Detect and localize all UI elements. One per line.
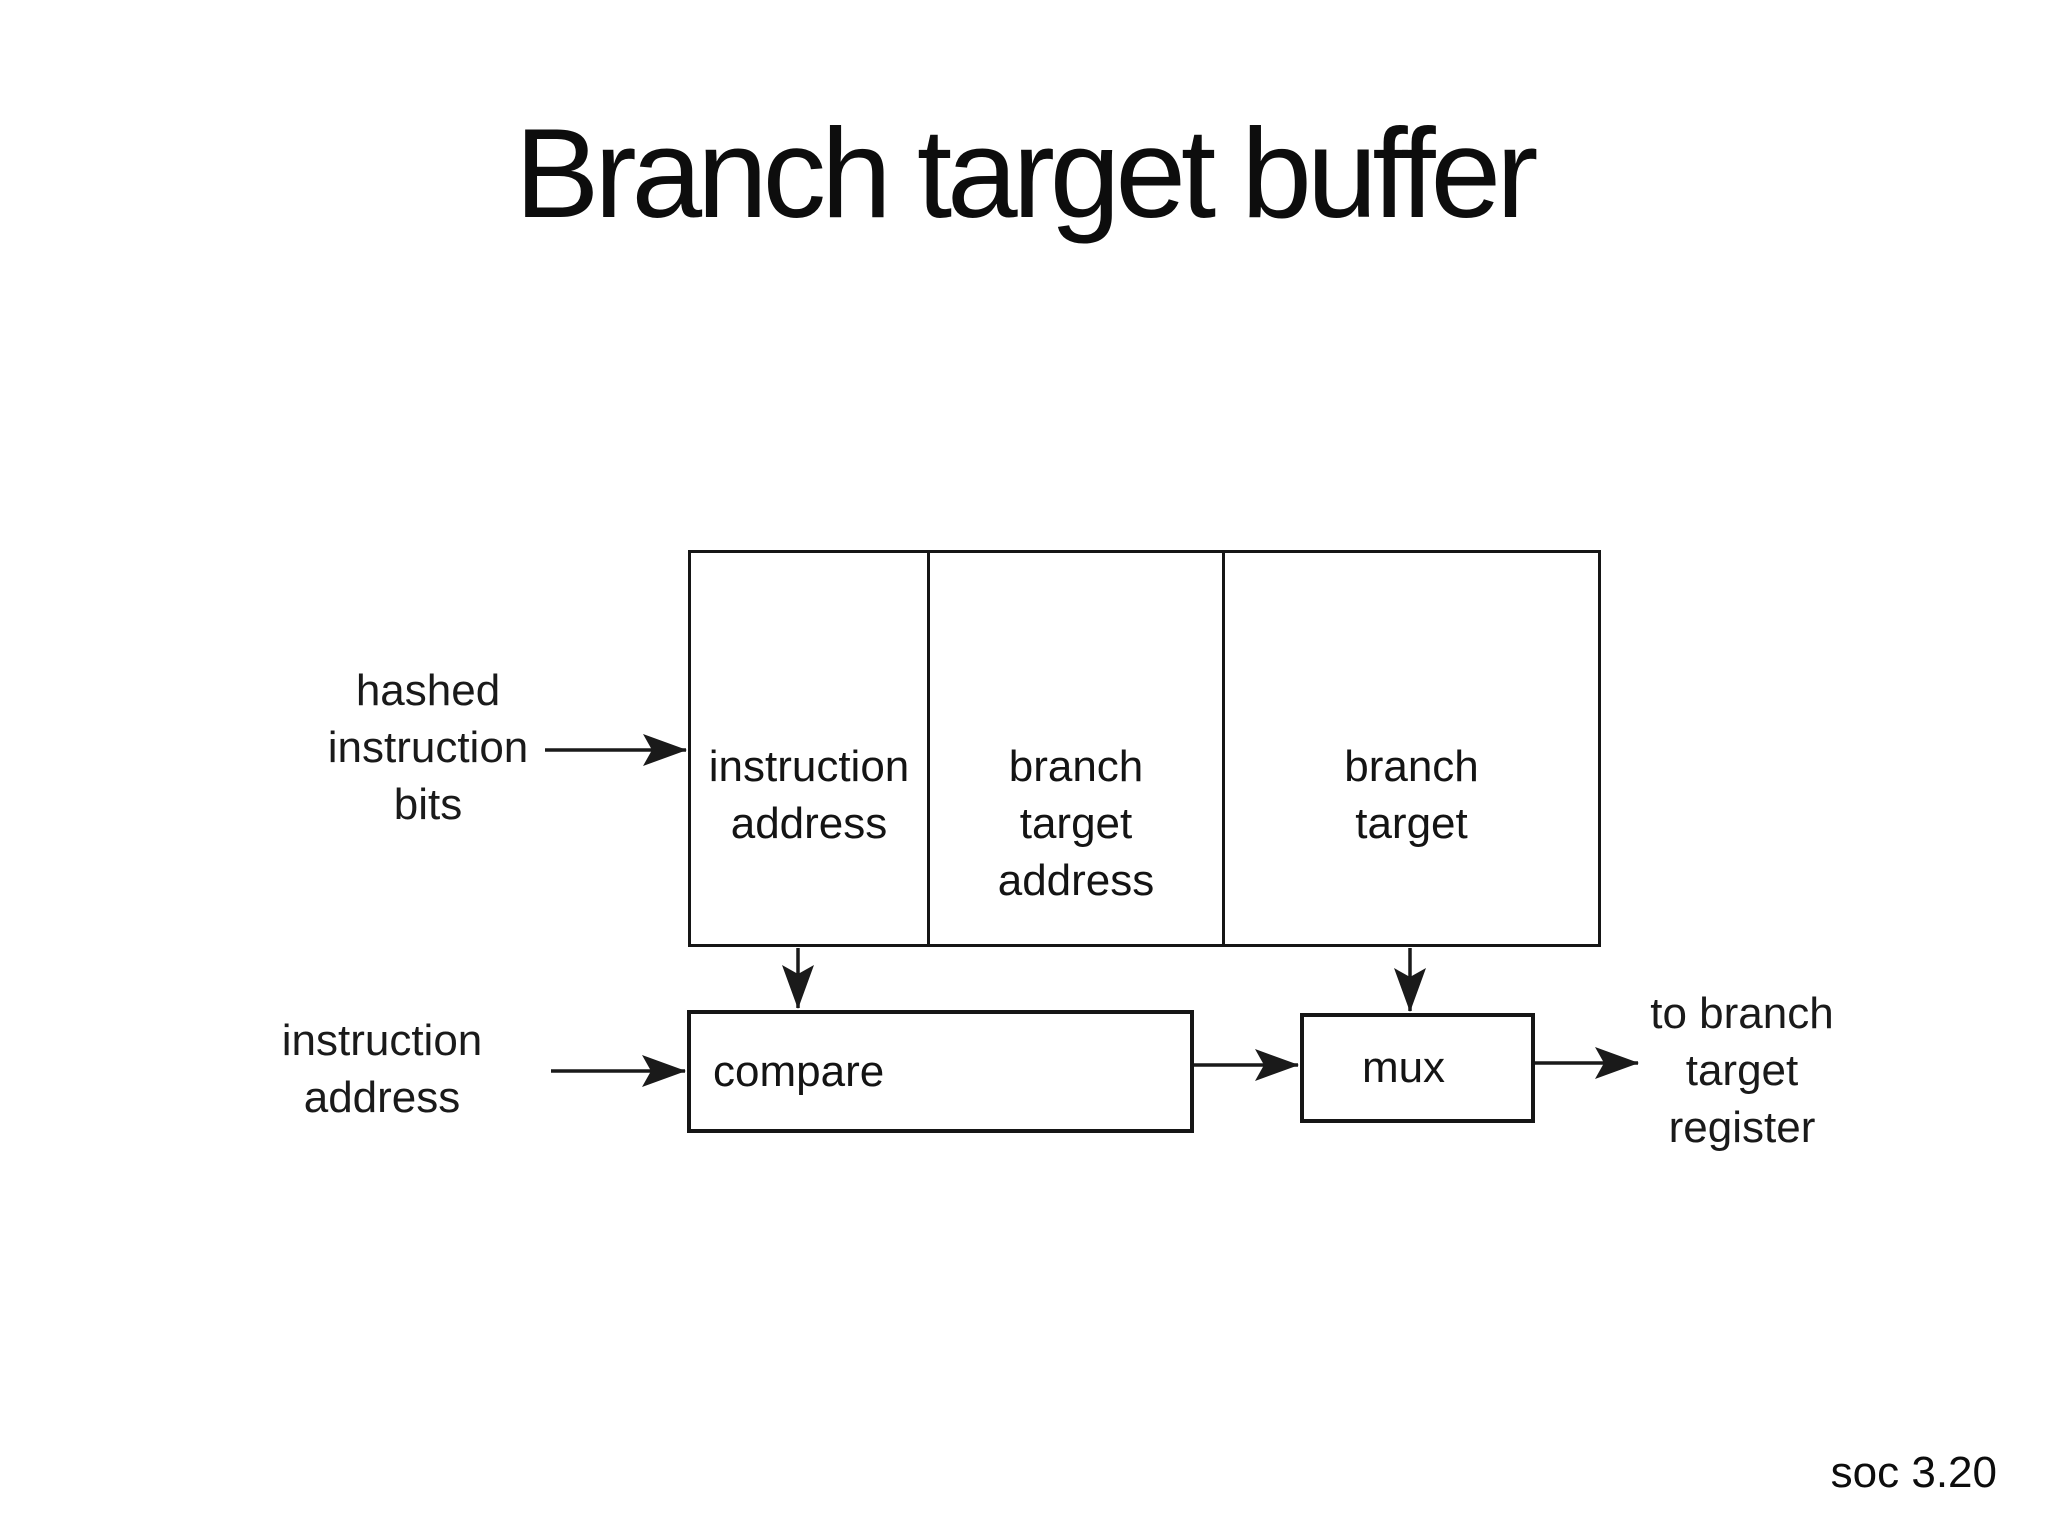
buffer-table-column-branch-target-address: branch target address	[930, 553, 1225, 944]
page-title: Branch target buffer	[514, 102, 1539, 244]
buffer-table-column-branch-target: branch target	[1225, 553, 1598, 944]
column-label: branch target	[1344, 742, 1479, 848]
buffer-table-column-instruction-address: instruction address	[691, 553, 930, 944]
compare-box: compare	[687, 1010, 1194, 1133]
label-to-branch-target-register: to branch target register	[1650, 989, 1834, 1152]
buffer-table: instruction address branch target addres…	[688, 550, 1601, 947]
label-hashed-instruction-bits: hashed instruction bits	[327, 666, 529, 829]
label-instruction-address: instruction address	[281, 1016, 483, 1122]
slide-footer: soc 3.20	[1830, 1448, 1997, 1497]
mux-box: mux	[1300, 1013, 1535, 1123]
column-label: branch target address	[997, 742, 1155, 905]
column-label: instruction address	[708, 742, 910, 848]
compare-label: compare	[713, 1046, 885, 1096]
mux-label: mux	[1361, 1043, 1446, 1092]
